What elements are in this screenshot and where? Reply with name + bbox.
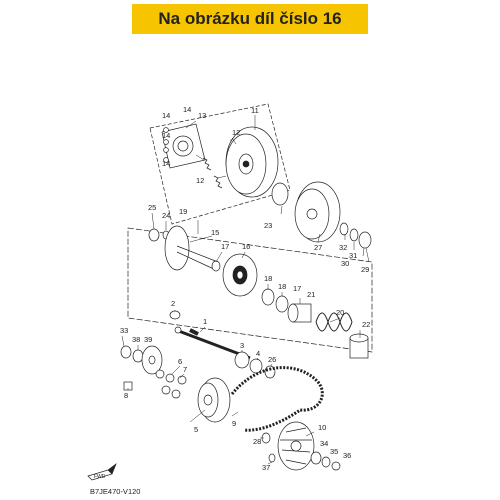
label-6: 6 — [178, 357, 182, 366]
fwd-label: FWD — [94, 474, 106, 480]
housing-nut-set — [339, 222, 372, 249]
clutch-group-outline — [149, 103, 291, 225]
oil-seal-1 — [261, 288, 275, 306]
fixed-drive-face — [277, 421, 315, 471]
washer-25 — [148, 228, 160, 242]
forward-arrow-icon: FWD — [87, 462, 117, 481]
label-37: 37 — [262, 463, 270, 472]
bushing-2 — [169, 310, 181, 320]
compression-spring — [315, 312, 353, 332]
title-banner: Na obrázku díl číslo 16 — [132, 4, 368, 34]
label-33: 33 — [120, 326, 128, 335]
bearing-3 — [234, 351, 250, 369]
nut-33 — [120, 345, 132, 359]
spring-seat — [349, 333, 369, 359]
label-36: 36 — [343, 451, 351, 460]
label-23: 23 — [264, 221, 272, 230]
banner-title: Na obrázku díl číslo 16 — [158, 9, 342, 28]
drive-face — [197, 377, 231, 423]
label-17: 17 — [221, 242, 229, 251]
label-26: 26 — [268, 355, 276, 364]
label-29: 29 — [361, 265, 369, 274]
label-27: 27 — [314, 243, 322, 252]
label-20: 20 — [336, 308, 344, 317]
label-3: 3 — [240, 341, 244, 350]
pulley-group-outline — [127, 227, 373, 353]
label-34: 34 — [320, 439, 328, 448]
label-11: 11 — [251, 106, 259, 115]
nut-36 — [331, 461, 341, 471]
clutch-plate — [161, 123, 206, 169]
label-12b: 12 — [196, 176, 204, 185]
label-13: 13 — [198, 111, 206, 120]
label-12a: 12 — [232, 128, 240, 137]
label-32: 32 — [339, 243, 347, 252]
label-15: 15 — [211, 228, 219, 237]
label-18a: 18 — [264, 274, 272, 283]
label-14b: 14 — [162, 111, 170, 120]
roller-weights — [155, 369, 187, 399]
figure-code: B7JE470-V120 — [90, 487, 141, 496]
label-14a: 14 — [183, 105, 191, 114]
sleeve-21 — [287, 303, 312, 323]
label-1: 1 — [203, 317, 207, 326]
label-25: 25 — [148, 203, 156, 212]
label-39: 39 — [144, 335, 152, 344]
label-22: 22 — [362, 320, 370, 329]
label-8: 8 — [124, 391, 128, 400]
label-5: 5 — [194, 425, 198, 434]
washer-34 — [310, 451, 322, 465]
v-belt — [230, 366, 324, 432]
washer-37 — [268, 453, 276, 463]
sliding-sheave — [222, 253, 258, 297]
label-24: 24 — [162, 211, 170, 220]
label-38: 38 — [132, 335, 140, 344]
label-9: 9 — [232, 419, 236, 428]
label-28: 28 — [253, 437, 261, 446]
washer-35 — [321, 456, 331, 468]
part-labels: 11 13 14 14 14 14 12 12 23 27 32 31 30 2… — [120, 105, 370, 472]
label-14c: 14 — [162, 131, 170, 140]
label-2: 2 — [171, 299, 175, 308]
clutch-housing — [294, 181, 341, 243]
label-10: 10 — [318, 423, 326, 432]
label-4: 4 — [256, 349, 260, 358]
leader-lines — [121, 115, 370, 465]
label-17b: 17 — [293, 284, 301, 293]
label-19: 19 — [179, 207, 187, 216]
label-21: 21 — [307, 290, 315, 299]
cam-plate — [141, 345, 163, 375]
label-7: 7 — [183, 365, 187, 374]
label-35: 35 — [330, 447, 338, 456]
label-16: 16 — [242, 242, 250, 251]
label-14d: 14 — [162, 159, 170, 168]
oil-seal-2 — [275, 295, 289, 313]
label-30: 30 — [341, 259, 349, 268]
fixed-sheave — [164, 225, 221, 272]
label-18b: 18 — [278, 282, 286, 291]
clutch-shoe-assembly — [225, 126, 279, 198]
washer-38 — [132, 349, 144, 363]
housing-washer — [271, 182, 289, 206]
label-31: 31 — [349, 251, 357, 260]
